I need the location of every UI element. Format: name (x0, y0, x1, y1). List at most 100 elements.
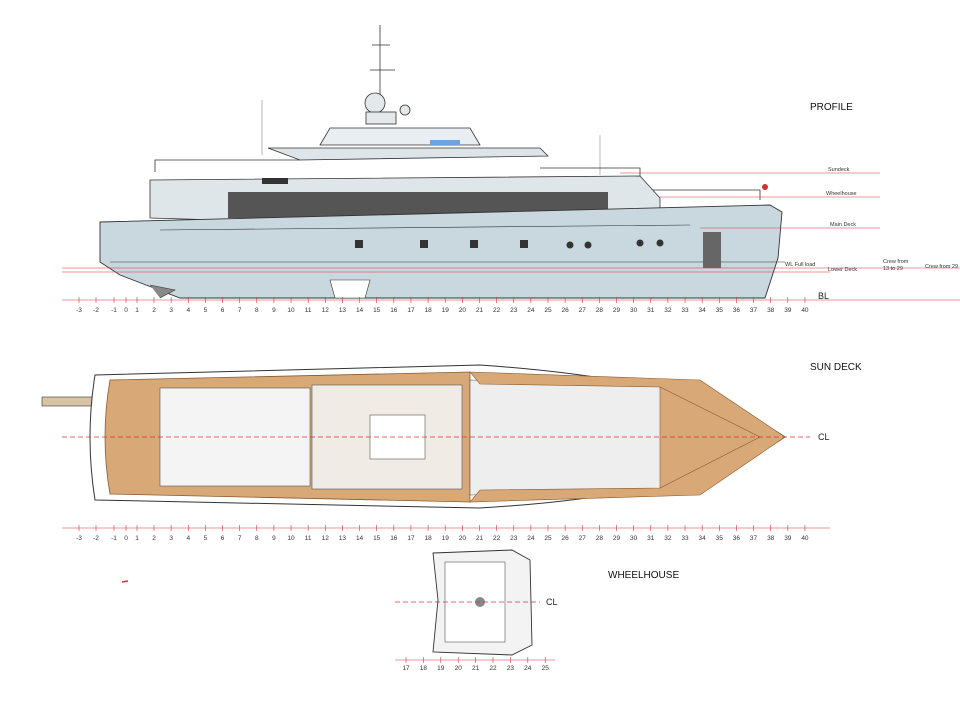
frame-label: 4 (186, 307, 190, 314)
frame-label: 30 (630, 535, 638, 542)
frame-label: 15 (373, 307, 381, 314)
frame-label: 38 (767, 535, 775, 542)
profile-view: PROFILE (62, 25, 960, 314)
frame-label: 12 (322, 307, 330, 314)
frame-label: 13 (339, 307, 347, 314)
frame-label: 17 (407, 307, 415, 314)
flag-icon (762, 184, 768, 190)
level-wheelhouse: Wheelhouse (826, 191, 857, 197)
frame-label: 22 (493, 535, 501, 542)
frame-label: 29 (613, 307, 621, 314)
frame-label: 19 (442, 307, 450, 314)
frame-label: 16 (390, 535, 398, 542)
frame-label: 3 (169, 307, 173, 314)
frame-label: 25 (542, 665, 550, 672)
baseline-label: BL (818, 291, 829, 301)
frame-label: 16 (390, 307, 398, 314)
frame-label: 35 (716, 307, 724, 314)
jacuzzi (430, 140, 460, 145)
frame-label: 21 (472, 665, 480, 672)
crew-note-2: 13 to 29 (883, 266, 903, 272)
frame-label: 28 (596, 307, 604, 314)
frame-label: 38 (767, 307, 775, 314)
frame-label: 9 (272, 307, 276, 314)
frame-label: 13 (339, 535, 347, 542)
rudder (149, 284, 176, 299)
frame-label: 11 (305, 535, 312, 542)
frame-label: 0 (124, 535, 128, 542)
crew-note-1: Crew from (883, 259, 909, 265)
frame-label: 7 (238, 535, 242, 542)
frame-label: 36 (733, 535, 741, 542)
frame-label: 0 (124, 307, 128, 314)
frame-label: 2 (152, 535, 156, 542)
hardtop (267, 147, 549, 161)
frame-label: -1 (111, 535, 117, 542)
frame-label: 31 (647, 307, 655, 314)
frame-label: 5 (204, 535, 208, 542)
frame-label: -1 (111, 307, 117, 314)
frame-label: 32 (664, 535, 672, 542)
frame-label: 27 (579, 307, 587, 314)
frame-label: 35 (716, 535, 724, 542)
frame-label: 20 (459, 307, 467, 314)
frame-label: 15 (373, 535, 381, 542)
frame-label: 8 (255, 535, 259, 542)
frame-label: 39 (784, 307, 792, 314)
centerline-label: CL (818, 432, 830, 442)
frame-label: 22 (493, 307, 501, 314)
frame-label: 19 (437, 665, 445, 672)
frame-label: 25 (544, 307, 552, 314)
frame-label: -2 (93, 307, 99, 314)
frame-label: 1 (135, 535, 139, 542)
frame-label: 21 (476, 535, 484, 542)
frame-label: 29 (613, 535, 621, 542)
hardtop-plan (469, 379, 666, 496)
frame-label: 1 (135, 307, 139, 314)
frame-label: 10 (287, 307, 295, 314)
frame-label: 6 (221, 307, 225, 314)
frame-label: 4 (186, 535, 190, 542)
frame-label: 30 (630, 307, 638, 314)
frame-label: 36 (733, 307, 741, 314)
frame-label: 37 (750, 535, 758, 542)
frame-label: 21 (476, 307, 484, 314)
frame-label: 24 (527, 307, 535, 314)
hull (99, 204, 783, 299)
wheelhouse-centerline-label: CL (546, 597, 558, 607)
frame-label: 8 (255, 307, 259, 314)
frame-label: 31 (647, 535, 655, 542)
hull-windows (355, 232, 721, 268)
level-wl-full-load: WL Full load (785, 262, 815, 268)
frame-label: 26 (562, 307, 570, 314)
frame-label: 20 (455, 665, 463, 672)
frame-label: 9 (272, 535, 276, 542)
frame-label: 17 (402, 665, 410, 672)
frame-label: 14 (356, 307, 364, 314)
frame-label: 14 (356, 535, 364, 542)
frame-label: 18 (420, 665, 428, 672)
keel (329, 279, 371, 299)
crew-note-3: Crew from 29 (925, 264, 958, 270)
frame-label: 28 (596, 535, 604, 542)
frame-label: 33 (681, 535, 689, 542)
level-lower-deck: Lower Deck (828, 267, 857, 273)
frame-label: 39 (784, 535, 792, 542)
frame-label: 18 (424, 535, 432, 542)
frame-label: 40 (801, 307, 809, 314)
radome (364, 92, 386, 114)
frame-label: 23 (510, 307, 518, 314)
frame-label: 3 (169, 535, 173, 542)
deck-reference-lines (62, 172, 960, 301)
frame-label: 24 (524, 665, 532, 672)
wheelhouse-title: WHEELHOUSE (608, 570, 679, 581)
frame-label: 26 (562, 535, 570, 542)
frame-label: 12 (322, 535, 330, 542)
frame-label: 34 (699, 307, 707, 314)
frame-label: -3 (76, 535, 82, 542)
frame-label: 18 (424, 307, 432, 314)
frame-label: 24 (527, 535, 535, 542)
